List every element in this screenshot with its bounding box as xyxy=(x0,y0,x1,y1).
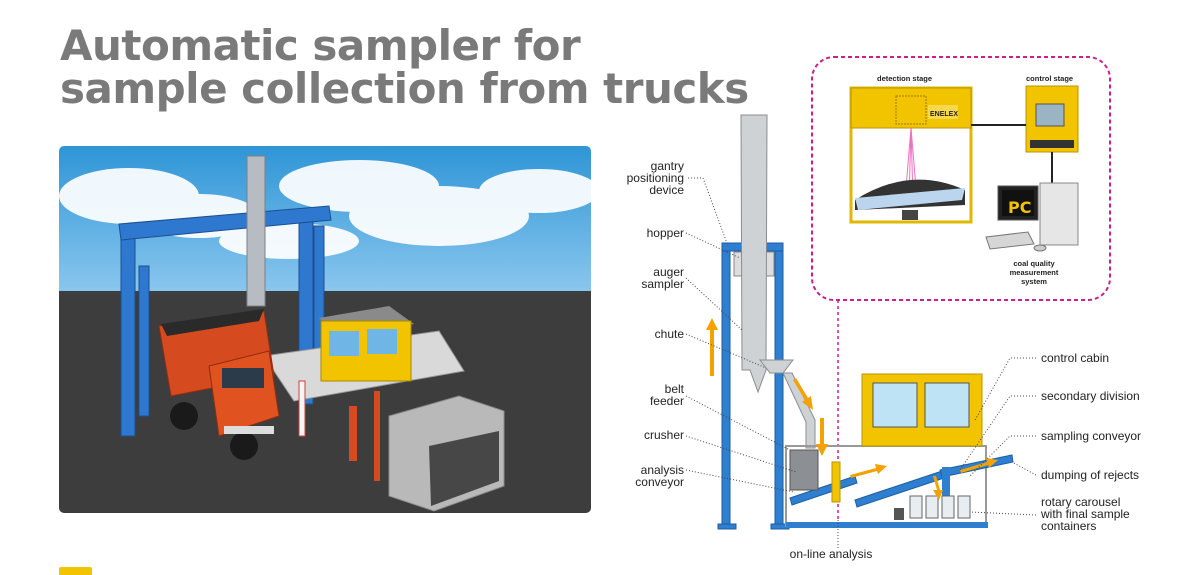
clouds xyxy=(59,160,591,259)
sampling-conveyor-label: sampling conveyor xyxy=(1041,429,1141,443)
leader-lines xyxy=(685,177,1037,548)
accent-bar xyxy=(59,567,92,575)
barriers xyxy=(298,380,380,481)
pc-workstation: PC xyxy=(985,182,1079,252)
secondary-division-label: secondary division xyxy=(1041,389,1140,403)
analysis-label-1: analysis xyxy=(641,463,684,477)
detection-stage: ENELEX xyxy=(849,86,973,224)
carousel-label-1: rotary carousel xyxy=(1041,495,1120,509)
auger-column xyxy=(740,114,768,394)
page-title: Automatic sampler for sample collection … xyxy=(60,21,749,113)
gantry-label-2: positioning xyxy=(627,171,684,185)
truck xyxy=(158,309,280,460)
pc-label: PC xyxy=(1008,198,1031,217)
control-cabin-label: control cabin xyxy=(1041,351,1109,365)
crusher-label: crusher xyxy=(644,428,684,442)
sampler-photo xyxy=(59,146,591,513)
inset-border xyxy=(811,56,1111,301)
detection-stage-label: detection stage xyxy=(877,74,932,83)
auger-label-2: sampler xyxy=(641,277,684,291)
control-stage-label: control stage xyxy=(1026,74,1073,83)
crusher-box xyxy=(789,449,819,491)
carousel-label-3: containers xyxy=(1041,519,1096,533)
flow-arrows xyxy=(706,318,998,500)
online-analysis-label: on-line analysis xyxy=(790,547,873,561)
gantry-label-1: gantry xyxy=(651,159,684,173)
control-stage xyxy=(1025,85,1079,153)
system-label-2: measurement xyxy=(1010,268,1059,277)
gantry-label-3: device xyxy=(649,183,684,197)
system-label-3: system xyxy=(1021,277,1047,286)
sample-containers xyxy=(909,495,971,519)
sampler-diagram: detection stage ENELEX control stage PC … xyxy=(627,56,1141,561)
belt-label-2: feeder xyxy=(650,394,684,408)
dumping-label: dumping of rejects xyxy=(1041,468,1139,482)
cabin xyxy=(319,306,414,382)
chute-label: chute xyxy=(655,327,685,341)
brand-label: ENELEX xyxy=(930,111,958,118)
analysis-label-2: conveyor xyxy=(635,475,684,489)
system-label-1: coal quality xyxy=(1013,259,1055,268)
auger-label-1: auger xyxy=(653,265,684,279)
belt-label-1: belt xyxy=(665,382,685,396)
hopper-label: hopper xyxy=(647,226,684,240)
chute xyxy=(782,372,816,449)
control-cabin xyxy=(861,373,983,447)
carousel-label-2: with final sample xyxy=(1040,507,1130,521)
gantry-auger xyxy=(246,155,266,307)
